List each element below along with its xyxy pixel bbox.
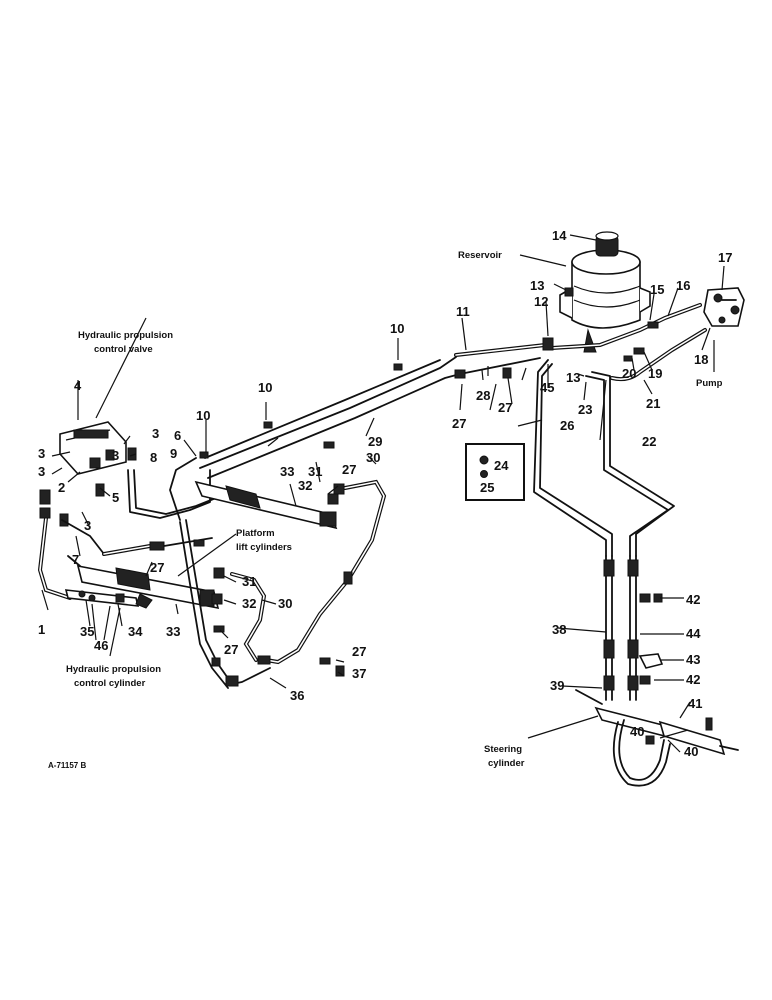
- callout-44: 44: [686, 626, 701, 641]
- callout-4: 4: [74, 378, 82, 393]
- callout-27-a: 27: [498, 400, 512, 415]
- callout-9: 9: [170, 446, 177, 461]
- callout-17: 17: [718, 250, 732, 265]
- callout-40-b: 40: [684, 744, 698, 759]
- callout-13-a: 13: [530, 278, 544, 293]
- callout-30-b: 30: [278, 596, 292, 611]
- callout-27-d: 27: [150, 560, 164, 575]
- propulsion-control-cylinder: [64, 589, 153, 609]
- callout-45: 45: [540, 380, 554, 395]
- callout-31-b: 31: [242, 574, 256, 589]
- callout-23: 23: [578, 402, 592, 417]
- callout-31-a: 31: [308, 464, 322, 479]
- callout-12: 12: [534, 294, 548, 309]
- callout-3-b: 3: [112, 448, 119, 463]
- callout-3-a: 3: [152, 426, 159, 441]
- label-reservoir: Reservoir: [458, 250, 502, 261]
- callout-10-c: 10: [196, 408, 210, 423]
- callout-3-e: 3: [84, 518, 91, 533]
- callout-5: 5: [112, 490, 119, 505]
- callout-3-c: 3: [38, 446, 45, 461]
- callout-39: 39: [550, 678, 564, 693]
- label-propulsion-cyl-2: control cylinder: [74, 678, 146, 689]
- label-pump: Pump: [696, 378, 723, 389]
- platform-lift-cylinder-upper: [194, 480, 338, 530]
- callout-46: 46: [94, 638, 108, 653]
- figure-reference: A-71157 B: [48, 761, 86, 770]
- callout-26: 26: [560, 418, 574, 433]
- callout-37: 37: [352, 666, 366, 681]
- callout-10-a: 10: [390, 321, 404, 336]
- callout-32-a: 32: [298, 478, 312, 493]
- callout-38: 38: [552, 622, 566, 637]
- callout-10-b: 10: [258, 380, 272, 395]
- callout-15: 15: [650, 282, 664, 297]
- callout-20: 20: [622, 366, 636, 381]
- callout-35: 35: [80, 624, 94, 639]
- label-steering-1: Steering: [484, 744, 522, 755]
- callout-2: 2: [58, 480, 65, 495]
- callout-43: 43: [686, 652, 700, 667]
- callout-32-b: 32: [242, 596, 256, 611]
- callout-30-a: 30: [366, 450, 380, 465]
- callout-24: 24: [494, 458, 509, 473]
- callout-7: 7: [72, 552, 79, 567]
- callout-28: 28: [476, 388, 490, 403]
- callout-21: 21: [646, 396, 660, 411]
- callout-13-b: 13: [566, 370, 580, 385]
- callout-42-b: 42: [686, 672, 700, 687]
- callout-25: 25: [480, 480, 494, 495]
- callout-41: 41: [688, 696, 702, 711]
- callout-27-f: 27: [352, 644, 366, 659]
- callout-36: 36: [290, 688, 304, 703]
- callout-11: 11: [456, 304, 470, 319]
- callout-33-b: 33: [166, 624, 180, 639]
- callout-18: 18: [694, 352, 708, 367]
- callout-19: 19: [648, 366, 662, 381]
- steering-cylinder: [575, 689, 739, 787]
- propulsion-control-valve: [59, 421, 127, 475]
- label-propulsion-valve-1: Hydraulic propulsion: [78, 330, 173, 341]
- callout-27-c: 27: [342, 462, 356, 477]
- callout-34: 34: [128, 624, 143, 639]
- callout-1: 1: [38, 622, 45, 637]
- component-labels: Reservoir Pump Hydraulic propulsion cont…: [48, 250, 723, 770]
- pump: [703, 287, 745, 327]
- callout-3-d: 3: [38, 464, 45, 479]
- label-propulsion-cyl-1: Hydraulic propulsion: [66, 664, 161, 675]
- label-platform-2: lift cylinders: [236, 542, 292, 553]
- label-steering-2: cylinder: [488, 758, 525, 769]
- callout-22: 22: [642, 434, 656, 449]
- reservoir: [559, 231, 651, 353]
- callout-16: 16: [676, 278, 690, 293]
- callout-14: 14: [552, 228, 567, 243]
- callout-40-a: 40: [630, 724, 644, 739]
- callout-numbers: 14 13 12 11 10 10 10 17 16 15 18 19 20 2…: [38, 228, 732, 759]
- callout-42-a: 42: [686, 592, 700, 607]
- callout-27-b: 27: [452, 416, 466, 431]
- callout-29: 29: [368, 434, 382, 449]
- leader-lines: [41, 234, 725, 753]
- callout-8: 8: [150, 450, 157, 465]
- callout-6: 6: [174, 428, 181, 443]
- label-propulsion-valve-2: control valve: [94, 344, 153, 355]
- callout-27-e: 27: [224, 642, 238, 657]
- callout-33-a: 33: [280, 464, 294, 479]
- label-platform-1: Platform: [236, 528, 275, 539]
